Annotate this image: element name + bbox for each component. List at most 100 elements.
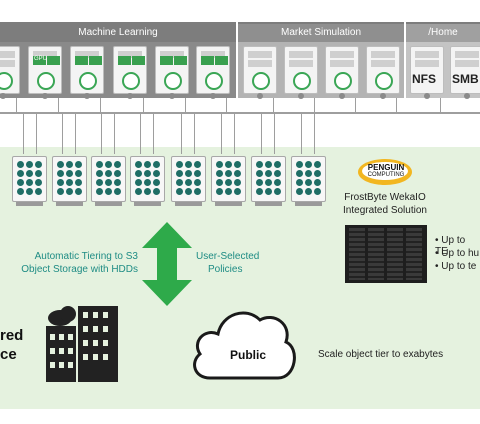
drive-icon xyxy=(296,188,303,195)
drive-icon xyxy=(176,188,183,195)
tiering-label-line2: Object Storage with HDDs xyxy=(21,264,138,275)
compute-node xyxy=(155,46,189,99)
drive-icon xyxy=(66,179,73,186)
drive-icon xyxy=(135,188,142,195)
gpu-badge xyxy=(118,56,131,65)
cloud-label: Public xyxy=(230,348,267,362)
drive-icon xyxy=(185,161,192,168)
drive-icon xyxy=(305,179,312,186)
scale-text: Scale object tier to exabytes xyxy=(318,349,444,360)
compute-node xyxy=(196,46,230,99)
drive-icon xyxy=(256,161,263,168)
weka-logo-icon xyxy=(252,72,270,90)
drive-icon xyxy=(105,188,112,195)
drive-icon xyxy=(216,179,223,186)
gpu-badge xyxy=(160,56,173,65)
drive-icon xyxy=(185,188,192,195)
solution-line2: Integrated Solution xyxy=(343,205,427,216)
network-bus xyxy=(0,112,480,114)
drive-icon xyxy=(194,179,201,186)
storage-server xyxy=(91,156,126,206)
double-arrow-icon xyxy=(142,222,192,306)
drive-icon xyxy=(256,170,263,177)
nfs-label: NFS xyxy=(412,72,436,86)
drive-icon xyxy=(296,170,303,177)
weka-logo-icon xyxy=(293,72,311,90)
drive-icon xyxy=(194,188,201,195)
compute-node xyxy=(325,46,359,99)
drive-icon xyxy=(135,170,142,177)
gpu-badge xyxy=(75,56,88,65)
building-icon xyxy=(46,306,118,382)
tier-machine-learning: Machine Learning xyxy=(0,24,236,42)
storage-server xyxy=(171,156,206,206)
drive-icon xyxy=(176,179,183,186)
tiering-label-line1: Automatic Tiering to S3 xyxy=(34,251,138,262)
drive-icon xyxy=(96,188,103,195)
storage-server xyxy=(211,156,246,206)
drive-icon xyxy=(17,170,24,177)
drive-icon xyxy=(96,170,103,177)
drive-icon xyxy=(144,188,151,195)
drive-icon xyxy=(274,188,281,195)
drive-icon xyxy=(314,188,321,195)
drive-icon xyxy=(296,179,303,186)
drive-icon xyxy=(256,179,263,186)
weka-logo-icon xyxy=(375,72,393,90)
drive-icon xyxy=(234,161,241,168)
drive-icon xyxy=(194,161,201,168)
drive-icon xyxy=(75,170,82,177)
weka-logo-icon xyxy=(164,72,182,90)
gpu-badge xyxy=(47,56,60,65)
gpu-badge xyxy=(201,56,214,65)
drive-icon xyxy=(17,161,24,168)
drive-icon xyxy=(234,179,241,186)
drive-icon xyxy=(75,188,82,195)
drive-icon xyxy=(225,188,232,195)
drive-icon xyxy=(66,161,73,168)
drive-icon xyxy=(314,179,321,186)
drive-icon xyxy=(26,179,33,186)
weka-logo-icon xyxy=(122,72,140,90)
drive-icon xyxy=(274,179,281,186)
drive-icon xyxy=(265,161,272,168)
storage-server xyxy=(12,156,47,206)
drive-icon xyxy=(26,161,33,168)
drive-icon xyxy=(144,179,151,186)
drive-icon xyxy=(144,161,151,168)
onprem-label-line1: red xyxy=(0,327,24,344)
drive-icon xyxy=(57,179,64,186)
policies-label-line2: Policies xyxy=(208,264,243,275)
drive-icon xyxy=(176,170,183,177)
drive-icon xyxy=(185,170,192,177)
drive-icon xyxy=(216,170,223,177)
gpu-badge xyxy=(174,56,187,65)
drive-icon xyxy=(35,188,42,195)
drive-icon xyxy=(265,170,272,177)
drive-icon xyxy=(265,188,272,195)
policies-label-line1: User-Selected xyxy=(196,251,260,262)
tier-divider xyxy=(404,22,406,42)
drive-icon xyxy=(105,161,112,168)
drive-icon xyxy=(265,179,272,186)
drive-icon xyxy=(296,161,303,168)
compute-node xyxy=(284,46,318,99)
drive-icon xyxy=(314,161,321,168)
drive-icon xyxy=(114,170,121,177)
weka-logo-icon xyxy=(334,72,352,90)
drive-icon xyxy=(274,161,281,168)
gpu-badge xyxy=(89,56,102,65)
drive-icon xyxy=(216,161,223,168)
gpu-badge xyxy=(33,56,46,65)
nfs-node xyxy=(410,46,444,99)
drive-icon xyxy=(66,170,73,177)
storage-server xyxy=(52,156,87,206)
drive-icon xyxy=(75,161,82,168)
drive-icon xyxy=(314,170,321,177)
solution-line1: FrostByte WekaIO xyxy=(344,192,426,203)
drive-icon xyxy=(57,188,64,195)
drive-icon xyxy=(176,161,183,168)
drive-icon xyxy=(305,161,312,168)
cloud-icon xyxy=(193,311,296,380)
drive-icon xyxy=(26,170,33,177)
